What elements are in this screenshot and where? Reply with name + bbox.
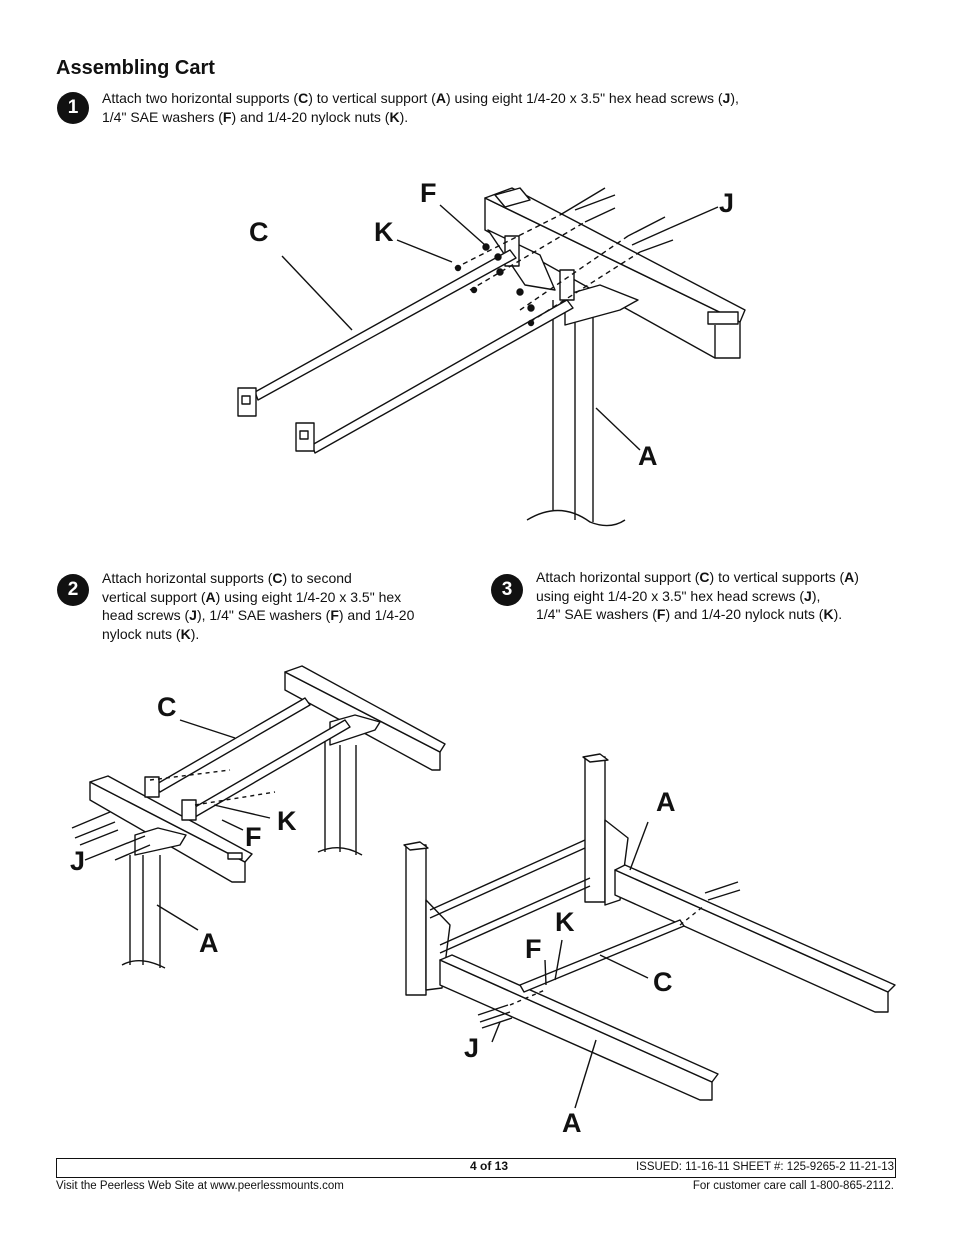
figure-3-diagram — [403, 753, 896, 1109]
label-f: F — [245, 822, 262, 852]
label-j: J — [70, 846, 86, 876]
label-a: A — [562, 1108, 582, 1138]
footer-box — [56, 1158, 896, 1178]
label-j: J — [464, 1033, 480, 1063]
label-c: C — [653, 967, 673, 997]
label-a: A — [199, 928, 219, 958]
page-number: 4 of 13 — [470, 1159, 509, 1173]
label-a: A — [638, 441, 658, 471]
website-note: Visit the Peerless Web Site at www.peerl… — [56, 1180, 344, 1192]
figure-1-diagram — [237, 187, 746, 527]
step-1-text: Attach two horizontal supports (C) to ve… — [102, 90, 739, 125]
label-j: J — [719, 188, 735, 218]
step-1-badge: 1 — [57, 92, 89, 124]
step-3-text: Attach horizontal support (C) to vertica… — [536, 569, 859, 622]
issued-info: ISSUED: 11-16-11 SHEET #: 125-9265-2 11-… — [635, 1161, 894, 1173]
figure-2-diagram — [71, 665, 446, 969]
label-c: C — [249, 217, 269, 247]
step-3-badge: 3 — [491, 574, 523, 606]
label-k: K — [555, 907, 575, 937]
label-a: A — [656, 787, 676, 817]
customer-care-note: For customer care call 1-800-865-2112. — [692, 1180, 894, 1192]
label-c: C — [157, 692, 177, 722]
label-k: K — [374, 217, 394, 247]
label-f: F — [420, 178, 437, 208]
label-f: F — [525, 934, 542, 964]
step-2-text: Attach horizontal supports (C) to second… — [102, 570, 415, 642]
page-title: Assembling Cart — [56, 57, 215, 79]
label-k: K — [277, 806, 297, 836]
step-2-badge: 2 — [57, 574, 89, 606]
